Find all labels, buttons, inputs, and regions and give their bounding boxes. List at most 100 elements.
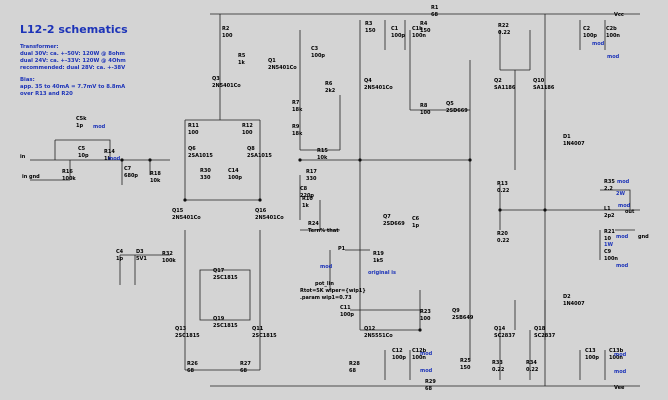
- svg-text:Q4: Q4: [364, 78, 372, 84]
- svg-text:1p: 1p: [76, 123, 83, 129]
- notes-block: L12-2 schematics Transformer: dual 30V: …: [20, 23, 128, 98]
- svg-text:D3: D3: [136, 249, 144, 255]
- svg-text:100n: 100n: [609, 355, 623, 361]
- pot-annotation: pot_lin: [315, 281, 334, 287]
- svg-text:2SC1815: 2SC1815: [175, 333, 200, 339]
- svg-text:2SC1815: 2SC1815: [213, 323, 238, 329]
- svg-text:1N4007: 1N4007: [563, 301, 585, 307]
- svg-text:2SC1815: 2SC1815: [252, 333, 277, 339]
- svg-text:150: 150: [365, 28, 376, 34]
- mod-tag: mod: [616, 234, 629, 240]
- svg-text:68: 68: [425, 386, 432, 392]
- svg-text:Q7: Q7: [383, 214, 391, 220]
- port-vcc: Vcc: [614, 12, 624, 18]
- svg-text:R3: R3: [365, 21, 373, 27]
- svg-text:R29: R29: [425, 379, 436, 385]
- svg-text:Q1: Q1: [268, 58, 276, 64]
- transformer-line-2: dual 24V: ca. +-33V: 120W @ 4Ohm: [20, 58, 126, 64]
- svg-text:2SA1015: 2SA1015: [188, 153, 213, 159]
- svg-text:SC2837: SC2837: [534, 333, 556, 339]
- mod-tag: mod: [93, 124, 106, 130]
- svg-text:100: 100: [222, 33, 233, 39]
- junction-dot: [468, 158, 472, 162]
- svg-text:100n: 100n: [412, 33, 426, 39]
- svg-text:2SC1815: 2SC1815: [213, 275, 238, 281]
- svg-text:100: 100: [420, 316, 431, 322]
- svg-text:C2b: C2b: [606, 26, 617, 32]
- svg-text:R28: R28: [349, 361, 360, 367]
- port-in-gnd: in gnd: [22, 174, 40, 180]
- mod-tag: mod: [614, 369, 627, 375]
- svg-text:R17: R17: [306, 169, 317, 175]
- svg-text:R32: R32: [162, 251, 173, 257]
- svg-text:0.22: 0.22: [497, 188, 510, 194]
- svg-text:2SD669: 2SD669: [446, 108, 468, 114]
- svg-text:Q2: Q2: [494, 78, 502, 84]
- mod-tag: mod: [420, 351, 433, 357]
- svg-text:R23: R23: [420, 309, 431, 315]
- svg-text:2SD669: 2SD669: [383, 221, 405, 227]
- svg-text:Q14: Q14: [494, 326, 506, 332]
- junction-dot: [543, 208, 547, 212]
- svg-text:C5k: C5k: [76, 116, 87, 122]
- svg-text:C1: C1: [391, 26, 399, 32]
- svg-text:5V1: 5V1: [136, 256, 147, 262]
- svg-text:R24: R24: [308, 221, 319, 227]
- svg-text:R18: R18: [150, 171, 161, 177]
- extra-annotation: 1W: [604, 242, 613, 248]
- mod-tag: mod: [420, 368, 433, 374]
- extra-annotation: 2W: [616, 191, 625, 197]
- svg-text:100p: 100p: [585, 355, 599, 361]
- svg-text:100p: 100p: [391, 33, 405, 39]
- svg-text:R1: R1: [431, 5, 439, 11]
- svg-text:D2: D2: [563, 294, 571, 300]
- svg-text:R12: R12: [242, 123, 253, 129]
- junction-dot: [418, 328, 422, 332]
- svg-text:10k: 10k: [150, 178, 161, 184]
- svg-text:R16: R16: [62, 169, 73, 175]
- svg-text:R8: R8: [420, 103, 428, 109]
- svg-text:2p2: 2p2: [604, 213, 615, 219]
- port-out: out: [625, 209, 635, 215]
- svg-text:Q10: Q10: [533, 78, 545, 84]
- svg-text:R15: R15: [317, 148, 328, 154]
- svg-text:2N5401Co: 2N5401Co: [255, 215, 284, 221]
- svg-text:1k: 1k: [104, 156, 111, 162]
- svg-text:100n: 100n: [412, 355, 426, 361]
- svg-text:R10: R10: [302, 196, 313, 202]
- svg-text:R34: R34: [526, 360, 537, 366]
- svg-text:R11: R11: [188, 123, 199, 129]
- svg-text:150: 150: [420, 28, 431, 34]
- svg-text:68: 68: [240, 368, 247, 374]
